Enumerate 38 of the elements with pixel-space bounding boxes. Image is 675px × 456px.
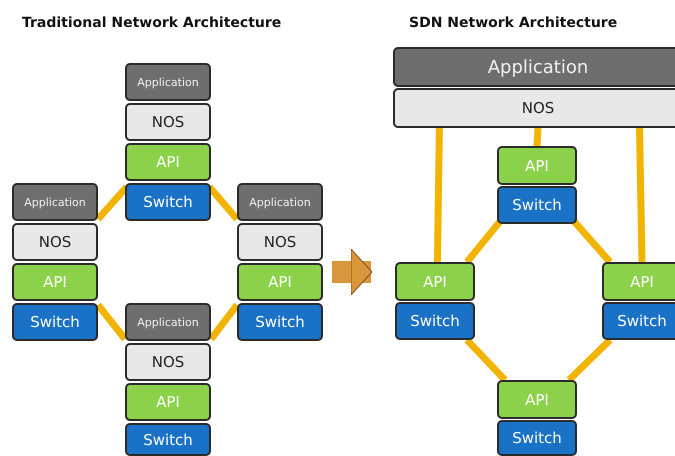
api-layer: API — [125, 383, 211, 421]
section-heading: Traditional Network Architecture — [22, 15, 282, 31]
api-layer: API — [497, 146, 577, 185]
connector-line — [636, 128, 646, 262]
api-layer: API — [497, 380, 577, 419]
switch-layer: Switch — [497, 186, 577, 224]
switch-layer: Switch — [602, 302, 675, 340]
switch-layer: Switch — [237, 303, 323, 341]
api-layer: API — [237, 263, 323, 301]
connector-line — [95, 302, 128, 342]
switch-layer: Switch — [497, 420, 577, 456]
api-layer: API — [125, 143, 211, 181]
nos-layer: NOS — [125, 103, 211, 141]
connector-line — [208, 302, 240, 342]
section-heading: SDN Network Architecture — [409, 15, 618, 31]
api-layer: API — [602, 262, 675, 301]
nos-layer: NOS — [393, 88, 675, 128]
nos-layer: NOS — [12, 223, 98, 261]
application-layer: Application — [125, 303, 211, 341]
connector-line — [464, 338, 508, 382]
block-arrow — [332, 248, 372, 296]
nos-layer: NOS — [125, 343, 211, 381]
application-layer: Application — [125, 63, 211, 101]
application-layer: Application — [12, 183, 98, 221]
nos-layer: NOS — [237, 223, 323, 261]
connector-line — [434, 128, 443, 262]
api-layer: API — [12, 263, 98, 301]
switch-layer: Switch — [125, 423, 211, 456]
api-layer: API — [395, 262, 475, 301]
connector-line — [570, 218, 613, 264]
connector-line — [534, 128, 542, 146]
switch-layer: Switch — [12, 303, 98, 341]
switch-layer: Switch — [125, 183, 211, 221]
connector-line — [464, 218, 504, 264]
application-layer: Application — [393, 47, 675, 87]
application-layer: Application — [237, 183, 323, 221]
switch-layer: Switch — [395, 302, 475, 340]
connector-line — [566, 338, 612, 382]
